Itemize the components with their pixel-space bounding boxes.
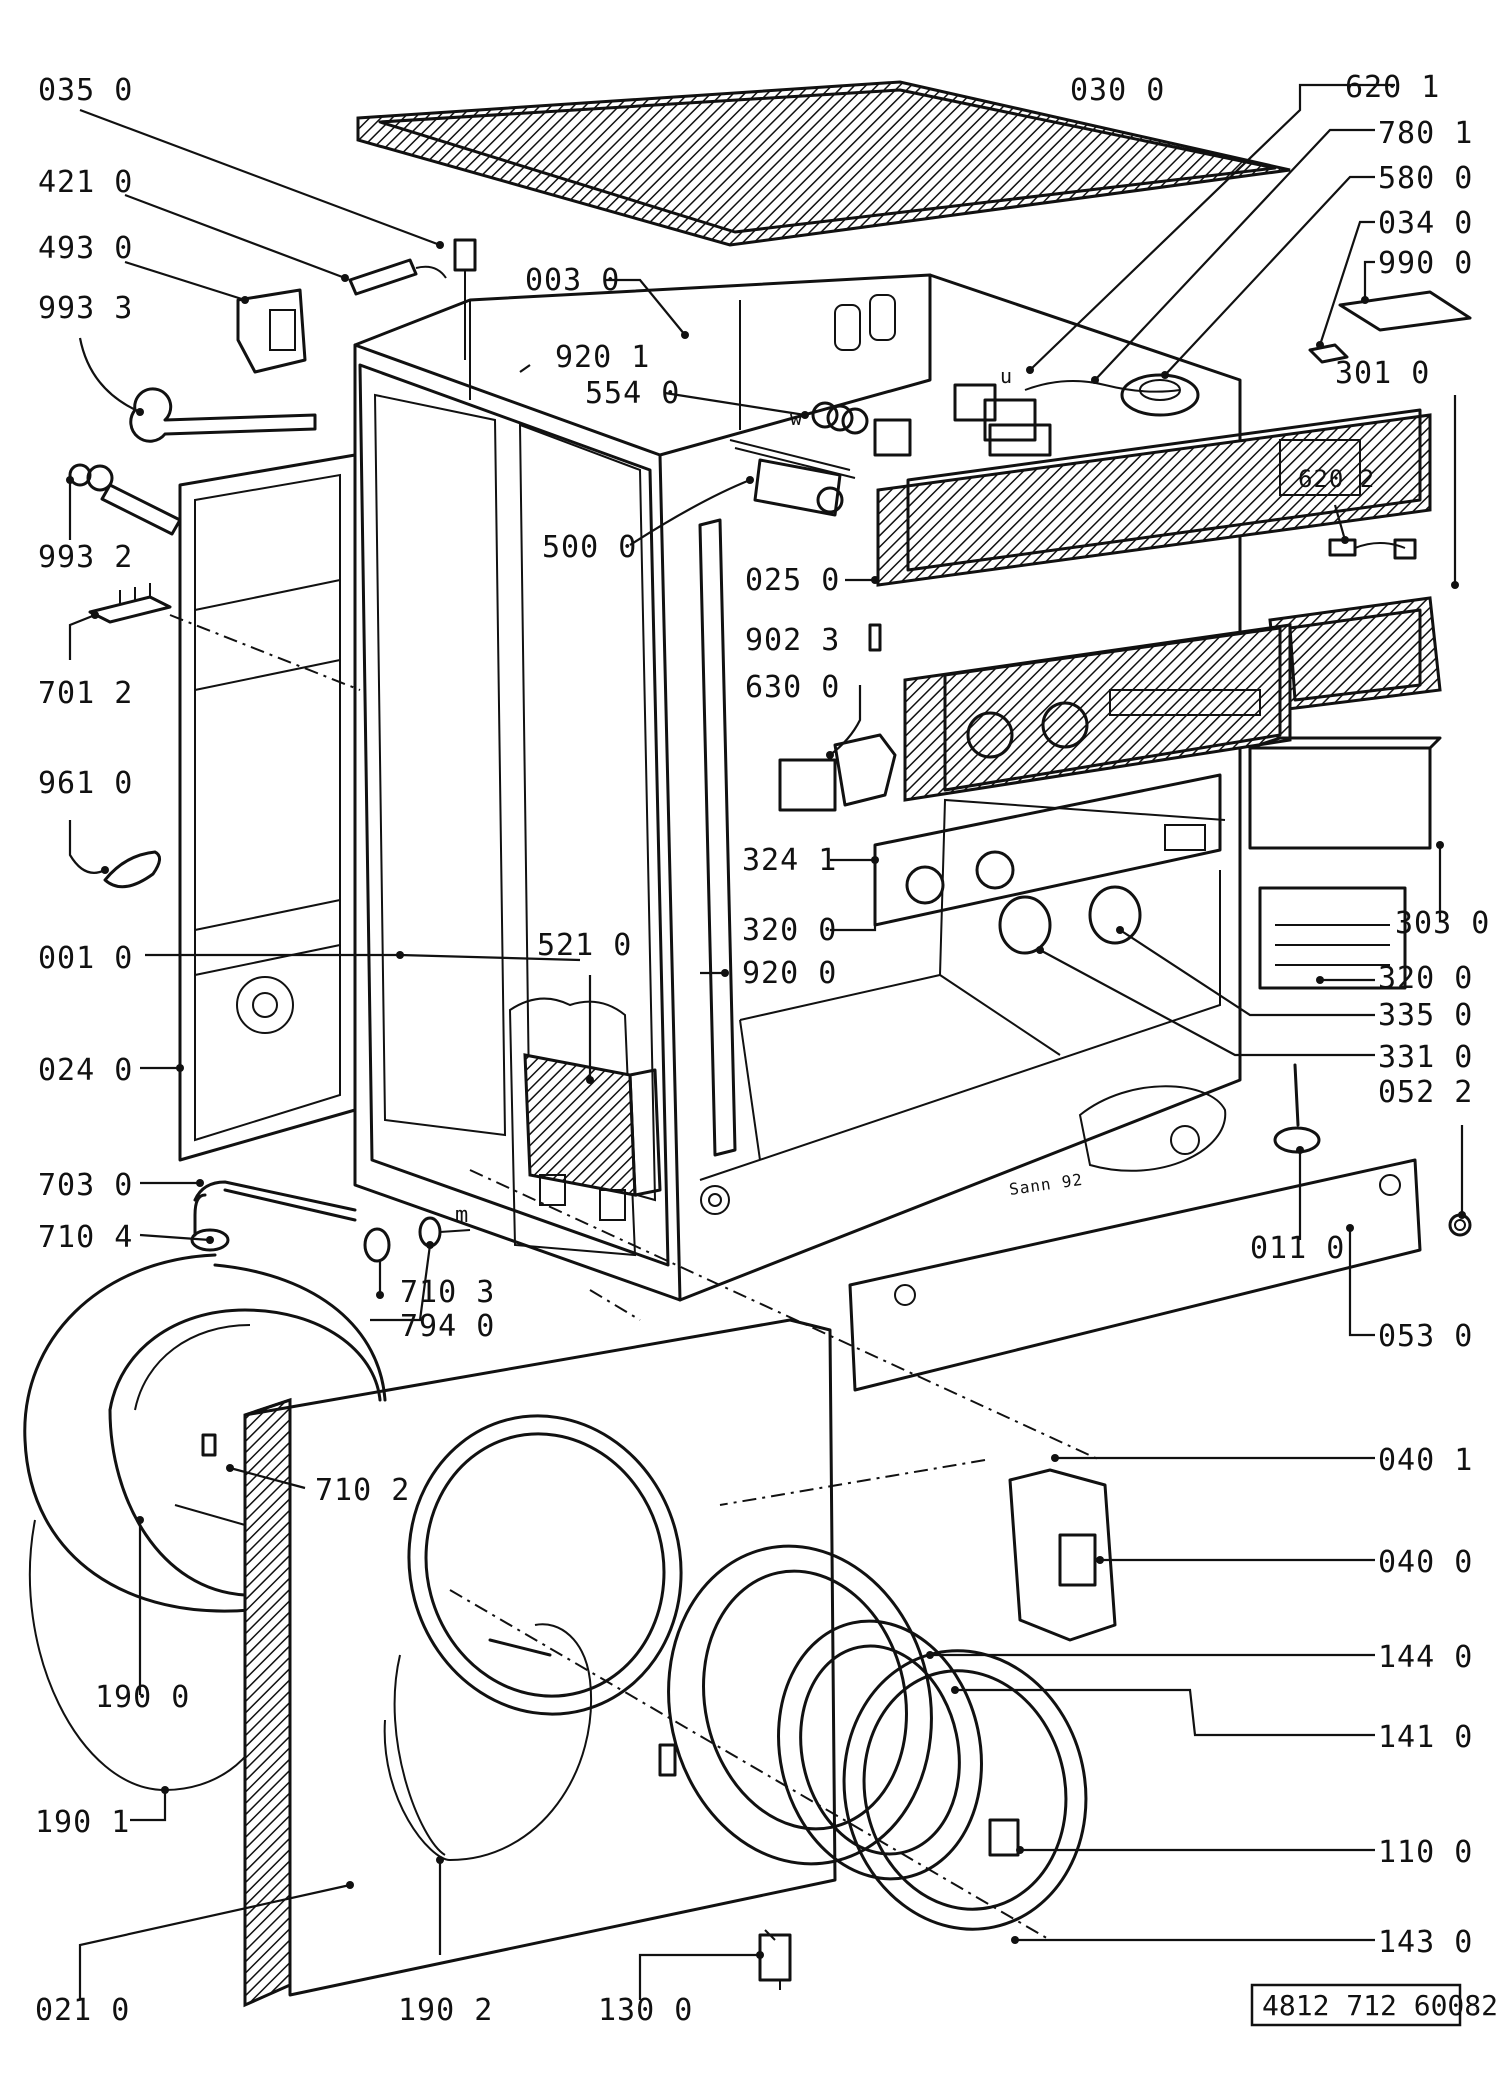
- callout-190-1: 190 1: [35, 1805, 130, 1840]
- callout-320-0-panel: 320 0: [742, 913, 837, 948]
- callout-990-0: 990 0: [1378, 246, 1473, 281]
- callout-554-0: 554 0: [585, 376, 680, 411]
- callout-141-0: 141 0: [1378, 1720, 1473, 1755]
- document-number-box: 4812 712 60082: [1250, 1983, 1498, 2027]
- callout-620-1: 620 1: [1345, 70, 1440, 105]
- control-parts: [729, 290, 1472, 990]
- leader-dots: [66, 241, 1466, 1959]
- callout-003-0: 003 0: [525, 263, 620, 298]
- callout-143-0: 143 0: [1378, 1925, 1473, 1960]
- callout-011-0: 011 0: [1250, 1231, 1345, 1266]
- callout-703-0: 703 0: [38, 1168, 133, 1203]
- callout-040-0: 040 0: [1378, 1545, 1473, 1580]
- callout-190-0: 190 0: [95, 1680, 190, 1715]
- callout-993-2: 993 2: [38, 540, 133, 575]
- mark-w: w: [790, 406, 803, 430]
- callout-labels: 035 0 421 0 493 0 993 3 993 2 701 2 961 …: [35, 70, 1490, 2028]
- callout-303-0: 303 0: [1395, 906, 1490, 941]
- callout-190-2: 190 2: [398, 1993, 493, 2028]
- callout-701-2: 701 2: [38, 676, 133, 711]
- small-rear-parts: [68, 238, 477, 889]
- plinth-drawing: [848, 1063, 1472, 1392]
- cabinet-drawing: [353, 273, 1242, 1302]
- back-panel-drawing: [178, 453, 357, 1162]
- top-cover-drawing: [356, 80, 1291, 247]
- callout-110-0: 110 0: [1378, 1835, 1473, 1870]
- callout-493-0: 493 0: [38, 231, 133, 266]
- callout-040-1: 040 1: [1378, 1443, 1473, 1478]
- callout-500-0: 500 0: [542, 530, 637, 565]
- callout-620-2: 620 2: [1298, 465, 1375, 493]
- document-number: 4812 712 60082: [1262, 1989, 1498, 2022]
- callout-001-0: 001 0: [38, 941, 133, 976]
- callout-030-0: 030 0: [1070, 73, 1165, 108]
- callout-710-3: 710 3: [400, 1275, 495, 1310]
- leader-lines: [68, 83, 1464, 2000]
- tub-drawing: [23, 1253, 387, 1792]
- mark-u: u: [1000, 364, 1013, 388]
- callout-794-0: 794 0: [400, 1309, 495, 1344]
- callout-780-1: 780 1: [1378, 116, 1473, 151]
- callout-421-0: 421 0: [38, 165, 133, 200]
- callout-035-0: 035 0: [38, 73, 133, 108]
- callout-301-0: 301 0: [1335, 356, 1430, 391]
- callout-902-3: 902 3: [745, 623, 840, 658]
- callout-920-0: 920 0: [742, 956, 837, 991]
- callout-021-0: 021 0: [35, 1993, 130, 2028]
- callout-144-0: 144 0: [1378, 1640, 1473, 1675]
- callout-580-0: 580 0: [1378, 161, 1473, 196]
- callout-630-0: 630 0: [745, 670, 840, 705]
- hose-parts-drawing: [190, 1180, 471, 1263]
- callout-710-2: 710 2: [315, 1473, 410, 1508]
- callout-130-0: 130 0: [598, 1993, 693, 2028]
- callout-993-3: 993 3: [38, 291, 133, 326]
- front-panel-drawing: [243, 1318, 1117, 2008]
- model-mark: Sann 92: [1008, 1170, 1084, 1199]
- callout-920-1: 920 1: [555, 340, 650, 375]
- callout-521-0: 521 0: [537, 928, 632, 963]
- callout-053-0: 053 0: [1378, 1319, 1473, 1354]
- callout-324-1: 324 1: [742, 843, 837, 878]
- callout-034-0: 034 0: [1378, 206, 1473, 241]
- callout-320-0-label: 320 0: [1378, 961, 1473, 996]
- callout-710-4: 710 4: [38, 1220, 133, 1255]
- module-521-drawing: [508, 997, 662, 1257]
- callout-025-0: 025 0: [745, 563, 840, 598]
- callout-331-0: 331 0: [1378, 1040, 1473, 1075]
- mark-m: m: [455, 1203, 469, 1228]
- callout-052-2: 052 2: [1378, 1075, 1473, 1110]
- callout-024-0: 024 0: [38, 1053, 133, 1088]
- callout-335-0: 335 0: [1378, 998, 1473, 1033]
- callout-961-0: 961 0: [38, 766, 133, 801]
- assembly-centerline: [169, 614, 1101, 1941]
